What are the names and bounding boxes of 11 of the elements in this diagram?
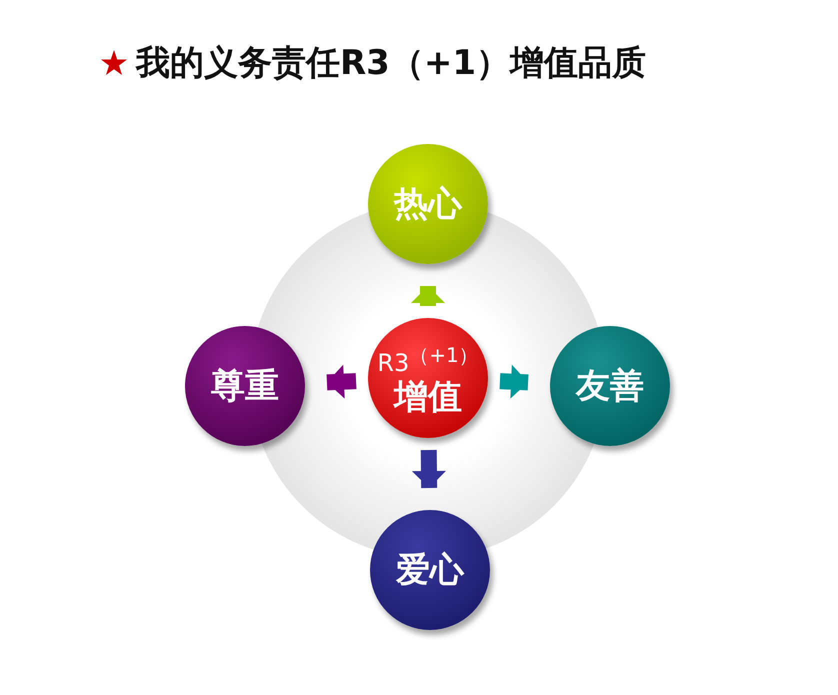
title: 我的义务责任R3（+1）增值品质 xyxy=(136,42,646,85)
arrow xyxy=(500,364,528,399)
arrow xyxy=(326,364,356,399)
node-label: 友善 xyxy=(576,367,644,405)
node-label: 热心 xyxy=(394,185,462,223)
node-label: R3$^{（+1）}$ xyxy=(377,342,479,378)
arrow xyxy=(411,286,445,306)
node-label: 增值 xyxy=(394,378,462,416)
node-label: 尊重 xyxy=(211,367,279,405)
arrow xyxy=(412,450,446,488)
node-label: 爱心 xyxy=(396,551,464,589)
